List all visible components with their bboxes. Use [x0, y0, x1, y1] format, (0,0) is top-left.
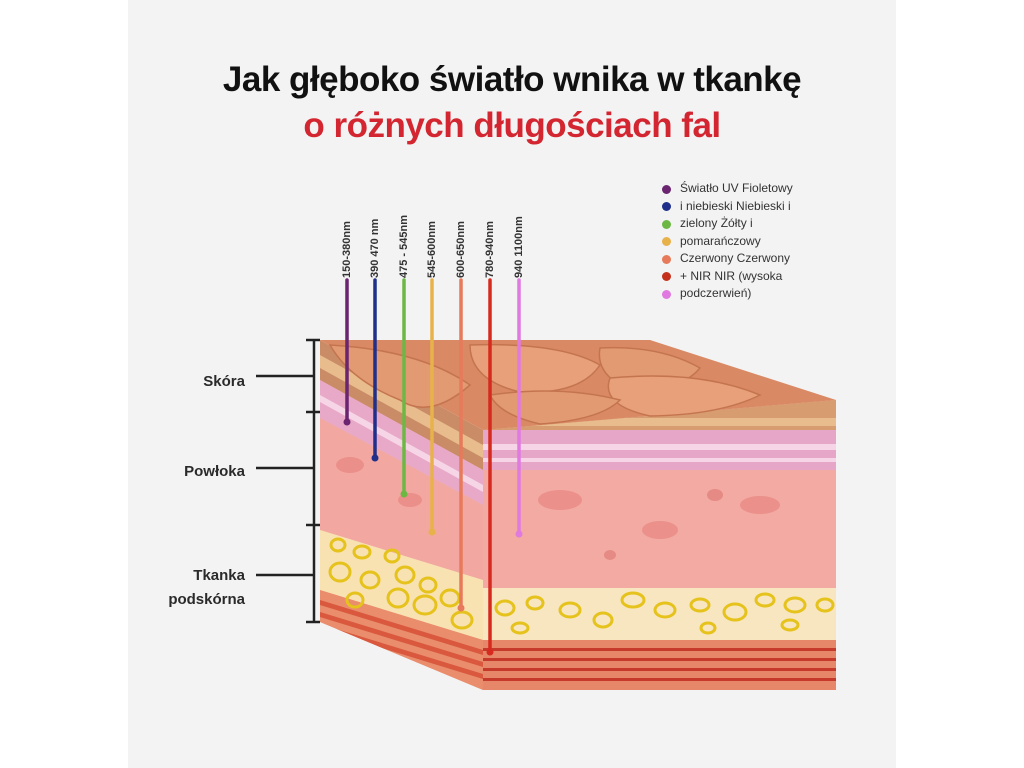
- wavelength-label-yellow: 545-600nm: [426, 221, 438, 278]
- ray-blue-end: [371, 454, 379, 462]
- ray-orange-end: [457, 604, 465, 612]
- layer-label-dermis: Powłoka: [184, 463, 245, 480]
- legend-label: Czerwony Czerwony: [680, 251, 791, 265]
- legend-label: pomarańczowy: [680, 233, 761, 248]
- legend-item-red: Czerwony Czerwony: [658, 250, 793, 268]
- legend-dot-icon: [662, 272, 671, 281]
- ray-green-end: [400, 490, 408, 498]
- wavelength-label-ir: 940 1100nm: [513, 216, 525, 278]
- legend-item-ir: podczerwień): [658, 285, 793, 303]
- legend-dot-icon: [662, 254, 671, 264]
- cube-top-face: [320, 340, 836, 430]
- legend-item-uv: Światło UV Fioletowy: [658, 180, 793, 198]
- layer-brackets: [256, 338, 320, 624]
- legend-item-nir: + NIR NIR (wysoka: [658, 268, 793, 286]
- ray-red-nir-end: [486, 648, 494, 656]
- legend-dot-icon: [662, 184, 671, 194]
- ray-yellow-end: [428, 528, 436, 536]
- legend-item-blue: i niebieski Niebieski i: [658, 198, 793, 216]
- legend-dot-icon: [662, 289, 671, 299]
- legend-dot-icon: [662, 202, 671, 211]
- legend-item-orange: pomarańczowy: [658, 233, 793, 251]
- legend-label: podczerwień): [680, 286, 752, 300]
- ray-ir-end: [515, 530, 523, 538]
- fat-cells-front: [494, 591, 835, 635]
- wavelength-label-uv: 150-380nm: [341, 221, 353, 278]
- legend-dot-icon: [662, 219, 671, 229]
- legend-label: i niebieski Niebieski i: [680, 198, 791, 213]
- light-rays: [343, 278, 523, 656]
- wavelength-label-blue: 390 470 nm: [369, 218, 381, 278]
- title-line-2: o różnych długościach fal: [303, 106, 721, 145]
- layer-label-skin: Skóra: [203, 373, 245, 390]
- layer-label-subcutaneous-line1: Tkanka: [193, 567, 245, 584]
- wavelength-label-red-nir: 780-940nm: [484, 221, 496, 278]
- legend-label: + NIR NIR (wysoka: [680, 268, 783, 283]
- legend-item-green: zielony Żółty i: [658, 215, 793, 233]
- ray-uv-end: [343, 418, 351, 426]
- layer-label-subcutaneous: Tkanka podskórna: [130, 564, 245, 612]
- cube-front-face: [483, 400, 836, 690]
- fat-cells-left: [328, 537, 474, 630]
- legend-label: zielony Żółty i: [680, 216, 753, 230]
- title-line-1: Jak głęboko światło wnika w tkankę: [222, 60, 802, 99]
- legend-label: Światło UV Fioletowy: [680, 181, 793, 195]
- wavelength-label-green: 475 - 545nm: [398, 215, 410, 278]
- legend: Światło UV Fioletowy i niebieski Niebies…: [658, 180, 793, 303]
- layer-label-subcutaneous-line2: podskórna: [168, 591, 245, 608]
- legend-dot-icon: [662, 237, 671, 246]
- wavelength-label-orange: 600-650nm: [455, 221, 467, 278]
